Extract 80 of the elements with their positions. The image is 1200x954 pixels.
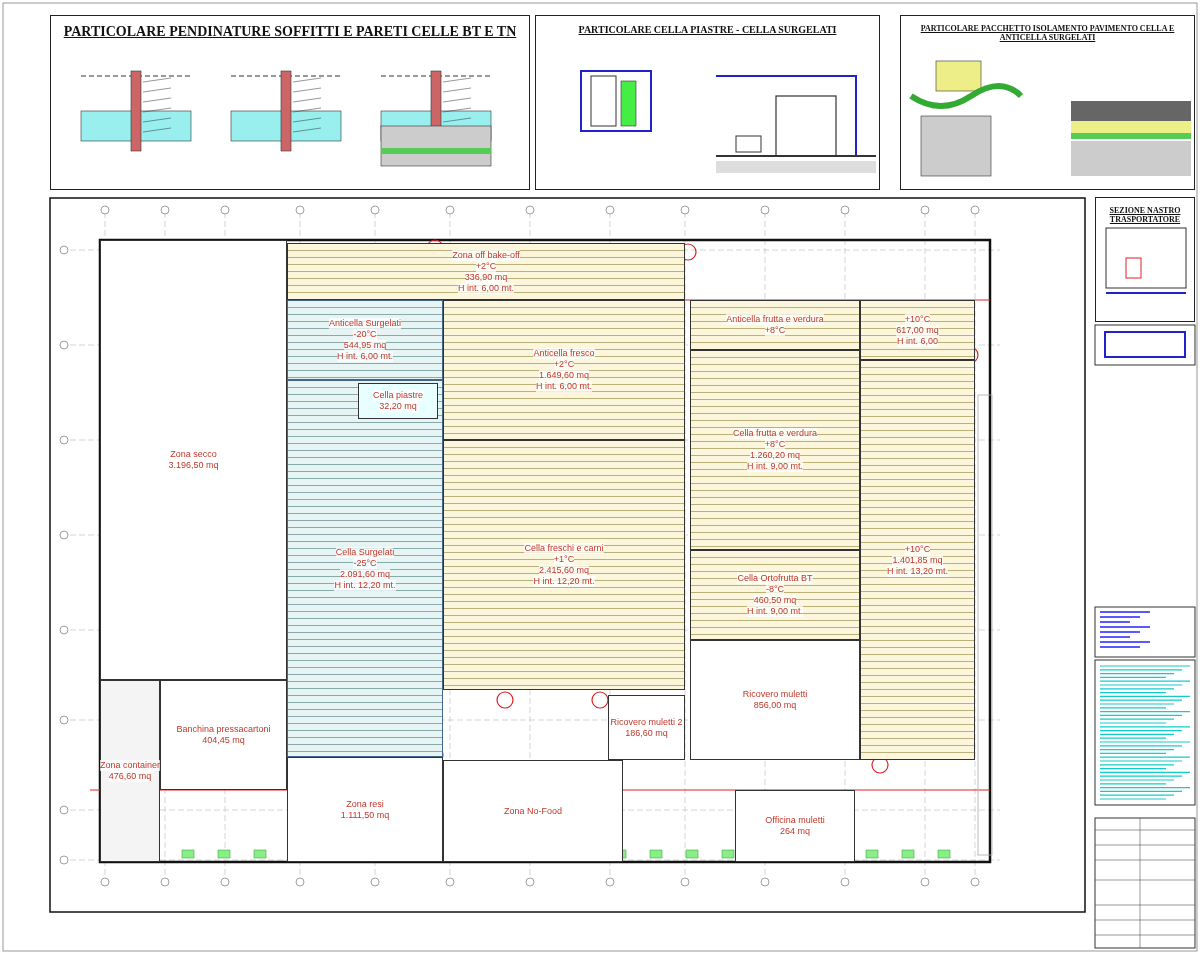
- room-area: [443, 760, 623, 862]
- room-label: Cella freschi e carni: [524, 543, 604, 554]
- room-label: +8°C: [764, 325, 786, 336]
- room-area: [690, 300, 860, 350]
- room-label: Zona No-Food: [504, 805, 562, 817]
- room-label: 404,45 mq: [202, 735, 245, 746]
- room-label: +2°C: [553, 359, 575, 370]
- room-area: [735, 790, 855, 862]
- room-area: [287, 757, 443, 862]
- room-label: Zona secco: [170, 449, 217, 460]
- room-label: H int. 12,20 mt.: [533, 576, 595, 587]
- room-label: H int. 12,20 mt.: [334, 579, 396, 591]
- room-label: +10°C: [904, 543, 931, 555]
- room-area: [287, 243, 685, 300]
- room-label: H int. 6,00 mt.: [536, 381, 592, 392]
- room-label: +2°C: [475, 260, 497, 272]
- room-label: H int. 6,00 mt.: [337, 351, 393, 362]
- room-label: Zona off bake-off: [452, 249, 520, 261]
- room-label: 3.196,50 mq: [168, 460, 219, 471]
- room-label: -8°C: [765, 584, 785, 595]
- room-area: [690, 350, 860, 550]
- room-label: H int. 9,00 mt.: [747, 461, 803, 472]
- room-label: 2.091,60 mq: [339, 568, 390, 580]
- room-label: H int. 9,00 mt.: [747, 606, 803, 617]
- detail-panel: [50, 15, 530, 190]
- detail-panel: [900, 15, 1195, 190]
- room-label: -20°C: [353, 329, 377, 340]
- room-label: 264 mq: [780, 826, 810, 837]
- room-label: 186,60 mq: [625, 727, 668, 739]
- room-label: Cella Surgelati: [335, 546, 395, 558]
- room-label: +1°C: [553, 554, 575, 565]
- detail-panel: [535, 15, 880, 190]
- room-area: [100, 680, 160, 862]
- room-label: H int. 13,20 mt.: [887, 565, 948, 577]
- room-area: [100, 240, 287, 680]
- room-label: 1.649,60 mq: [538, 370, 589, 381]
- room-label: 2.415,60 mq: [538, 565, 589, 576]
- room-area: [690, 550, 860, 640]
- room-area: [443, 440, 685, 690]
- room-area: [287, 380, 443, 757]
- room-label: Zona resi: [346, 798, 384, 810]
- room-label: Zona container: [100, 760, 161, 771]
- room-label: Anticella Surgelati: [328, 318, 401, 329]
- room-label: H int. 6,00: [897, 335, 938, 347]
- room-area: [860, 360, 975, 760]
- room-area: [690, 640, 860, 760]
- room-area: [860, 300, 975, 360]
- room-label: Cella piastre: [373, 390, 423, 401]
- room-label: Banchina pressacartoni: [176, 724, 271, 735]
- room-label: Cella Ortofrutta BT: [737, 573, 813, 584]
- room-label: Cella frutta e verdura: [732, 428, 817, 439]
- room-area: [287, 300, 443, 380]
- room-label: 544,95 mq: [343, 340, 387, 351]
- room-label: +10°C: [904, 313, 931, 325]
- room-label: Anticella fresco: [533, 348, 595, 359]
- room-label: 856,00 mq: [753, 700, 797, 711]
- room-label: Anticella frutta e verdura: [726, 314, 824, 325]
- room-label: Ricovero muletti: [742, 689, 808, 700]
- panel-title: PARTICOLARE PACCHETTO ISOLAMENTO PAVIMENTO CELLA E ANTICELLA SURGELATI: [919, 24, 1176, 42]
- room-area: [160, 680, 287, 790]
- room-label: +8°C: [764, 439, 786, 450]
- room-label: -25°C: [353, 557, 377, 569]
- room-area: [608, 695, 685, 760]
- room-area: [443, 300, 685, 440]
- room-label: H int. 6,00 mt.: [458, 282, 514, 294]
- room-label: 1.111,50 mq: [340, 809, 390, 821]
- panel-title: SEZIONE NASTRO TRASPORTATORE: [1108, 206, 1182, 224]
- room-label: 336,90 mq: [464, 271, 508, 283]
- panel-title: PARTICOLARE CELLA PIASTRE - CELLA SURGELATI: [577, 24, 838, 35]
- room-label: 1.260,20 mq: [749, 450, 800, 461]
- panel-title: PARTICOLARE PENDINATURE SOFFITTI E PARETI CELLE BT E TN: [62, 24, 518, 40]
- room-label: Officina muletti: [765, 815, 825, 826]
- room-label: 460,50 mq: [753, 595, 797, 606]
- room-label: 32,20 mq: [379, 401, 417, 412]
- room-label: 476,60 mq: [108, 771, 152, 782]
- room-label: Ricovero muletti 2: [610, 716, 683, 728]
- room-label: 1.401,85 mq: [892, 554, 943, 566]
- room-area: [358, 383, 438, 419]
- room-label: 617,00 mq: [896, 324, 939, 336]
- detail-panel: [1095, 197, 1195, 322]
